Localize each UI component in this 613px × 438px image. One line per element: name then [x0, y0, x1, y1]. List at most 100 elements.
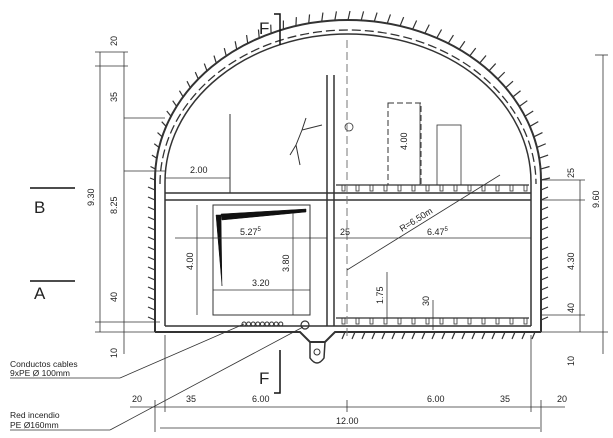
- cable-conduit: [259, 321, 265, 327]
- grating-support: [411, 317, 416, 325]
- rock-tick: [431, 331, 436, 340]
- dashed-arch: [159, 29, 537, 185]
- rock-tick: [461, 331, 466, 340]
- tunnel-structure: [154, 19, 542, 364]
- rock-tick: [540, 177, 551, 181]
- grating-support: [523, 317, 528, 325]
- grating-support: [495, 184, 500, 192]
- fire-main-pipe: [300, 320, 310, 330]
- rock-tick: [373, 12, 378, 22]
- section-mark-b: B: [34, 198, 45, 217]
- dim-inner-647-sup: 5: [445, 227, 449, 233]
- rock-tick: [321, 12, 324, 22]
- rock-tick: [436, 29, 443, 39]
- rock-tick: [540, 246, 549, 251]
- grating-support: [383, 317, 388, 325]
- inner-arch: [164, 33, 532, 183]
- cable-conduit: [264, 321, 270, 327]
- rock-tick: [411, 331, 416, 340]
- rock-tick: [540, 165, 550, 170]
- rock-tick: [151, 154, 158, 159]
- rock-tick: [401, 331, 406, 340]
- cable-conduit: [255, 321, 261, 327]
- dim-left-10: 10: [109, 348, 119, 358]
- dim-bottom-35-right: 35: [500, 394, 510, 404]
- grating-support: [495, 317, 500, 325]
- rock-tick: [194, 71, 199, 80]
- cable-conduit: [269, 321, 275, 327]
- note-fire-line2: PE Ø160mm: [10, 420, 59, 430]
- note-leaders: [10, 323, 304, 431]
- rock-tick: [147, 186, 156, 191]
- rock-tick: [540, 306, 549, 311]
- dim-inner-380: 3.80: [281, 254, 291, 272]
- rock-tick: [234, 41, 238, 50]
- lower-left-frame: [212, 204, 311, 316]
- rock-tick: [451, 331, 456, 340]
- rock-tick: [147, 246, 156, 251]
- rock-tick: [178, 90, 184, 98]
- note-cables-line1: Conductos cables: [10, 359, 78, 369]
- grating-support: [467, 184, 472, 192]
- rock-tick: [540, 196, 549, 201]
- rock-tick: [147, 266, 156, 271]
- rock-tick: [540, 206, 549, 211]
- rock-tick: [351, 331, 356, 340]
- drain-sump: [309, 341, 326, 364]
- rock-tick: [469, 47, 477, 57]
- dim-right-25: 25: [566, 168, 576, 178]
- grating-support: [439, 184, 444, 192]
- dim-inner-400-right: 4.00: [399, 132, 409, 150]
- rock-texture: [147, 10, 551, 340]
- rock-tick: [203, 63, 208, 71]
- note-fire-line1: Red incendio: [10, 410, 60, 420]
- dim-inner-25: 25: [340, 227, 350, 237]
- grating-support: [397, 317, 402, 325]
- grating-support: [355, 317, 360, 325]
- dim-inner-175: 1.75: [375, 286, 385, 304]
- rock-tick: [540, 216, 549, 221]
- dim-left-40: 40: [109, 292, 119, 302]
- grating-support: [425, 184, 430, 192]
- rock-tick: [497, 71, 506, 80]
- rock-tick: [213, 55, 217, 64]
- equipment-outline: [387, 102, 422, 186]
- robot-joint: [344, 122, 354, 132]
- grating-support: [411, 184, 416, 192]
- cable-conduits: [241, 321, 284, 327]
- grating-ticks: [341, 184, 528, 325]
- rock-tick: [149, 177, 156, 181]
- rock-tick: [540, 296, 549, 301]
- rock-tick: [223, 47, 227, 57]
- rock-tick: [245, 34, 249, 44]
- dim-bottom-35-left: 35: [186, 394, 196, 404]
- rock-tick: [147, 216, 156, 221]
- rock-tick: [157, 132, 163, 138]
- rock-tick: [381, 331, 386, 340]
- drain-pipe: [313, 348, 321, 356]
- dim-inner-647-base: 6.47: [427, 227, 445, 237]
- dim-bottom-20-left: 20: [132, 394, 142, 404]
- grating-support: [369, 317, 374, 325]
- rock-tick: [479, 55, 487, 64]
- dim-inner-320: 3.20: [252, 278, 270, 288]
- rock-tick: [150, 165, 156, 170]
- cable-conduit: [246, 321, 252, 327]
- rock-tick: [147, 296, 156, 301]
- grating-support: [355, 184, 360, 192]
- rock-tick: [147, 316, 156, 321]
- bottom-dimension-lines: [130, 335, 565, 432]
- dim-left-top-20: 20: [109, 36, 119, 46]
- cable-conduit: [241, 321, 247, 327]
- grating-support: [523, 184, 528, 192]
- dim-right-430: 4.30: [566, 252, 576, 270]
- rock-tick: [308, 14, 311, 24]
- rock-tick: [386, 14, 392, 24]
- rock-tick: [505, 80, 514, 89]
- dim-right-10: 10: [566, 356, 576, 366]
- robot-arm: [289, 117, 323, 166]
- rock-tick: [172, 100, 178, 107]
- outer-arch: [154, 19, 542, 181]
- rock-tick: [360, 11, 365, 21]
